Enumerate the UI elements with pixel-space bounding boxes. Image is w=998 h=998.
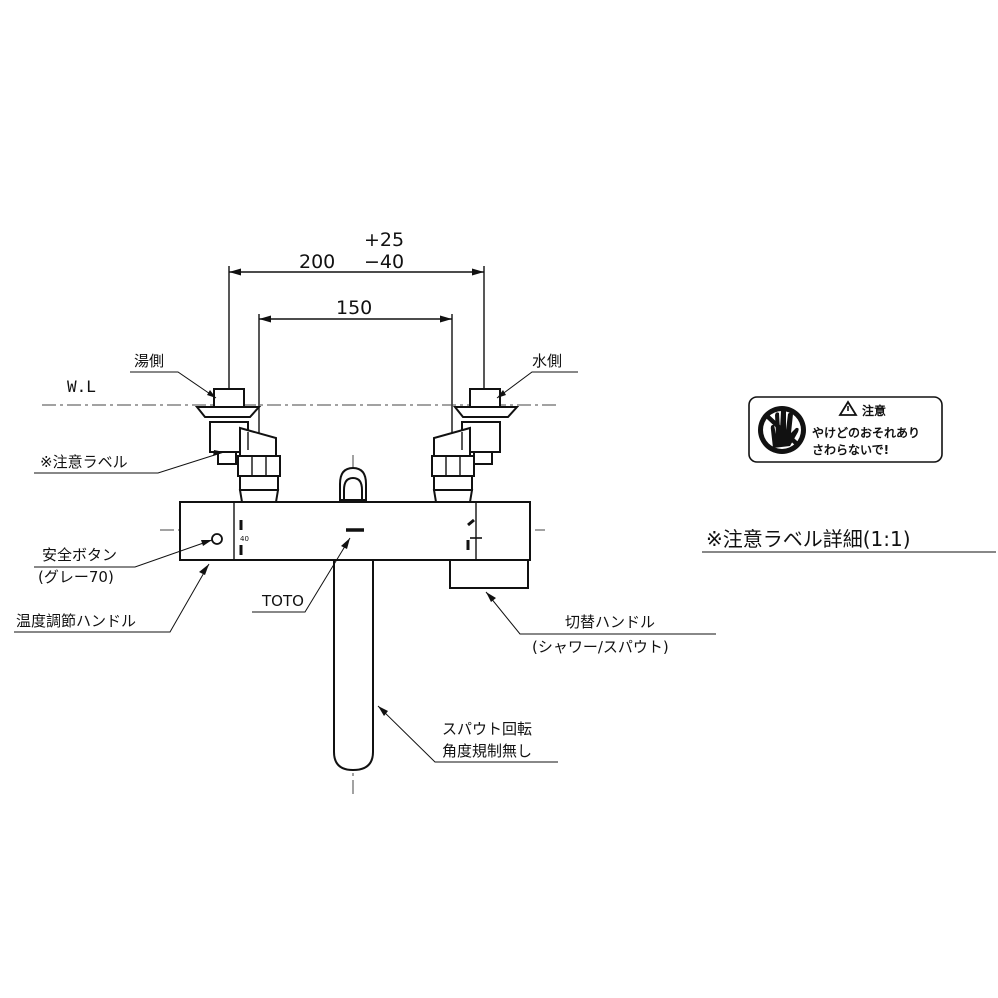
spout-rotation-label: スパウト回転: [442, 720, 532, 738]
sticker-title: 注意: [862, 403, 886, 418]
hot-side-connector: [194, 388, 281, 503]
label-detail-title: ※注意ラベル詳細(1:1): [706, 527, 911, 551]
leaders: [14, 371, 996, 763]
brand-label: TOTO: [261, 592, 304, 610]
no-touch-hand-icon: [758, 406, 806, 454]
caution-sticker: 注意 やけどのおそれあり さわらないで!: [748, 396, 943, 463]
warning-triangle-icon: [838, 400, 858, 416]
safety-button-color: (グレー70): [38, 568, 114, 586]
safety-button-shape: [211, 533, 223, 545]
mixer-body: 40: [179, 501, 531, 589]
water-level-label: W.L: [67, 377, 96, 396]
cold-side-label: 水側: [532, 352, 562, 370]
temp-scale-40: 40: [240, 535, 249, 543]
dimension-inner: 150: [258, 297, 453, 440]
dimension-outer-value: 200: [299, 251, 335, 273]
cold-side-connector: [431, 388, 520, 503]
switch-handle-shape: [449, 559, 529, 589]
sticker-line-1: やけどのおそれあり: [812, 426, 920, 440]
switch-handle-label: 切替ハンドル: [565, 613, 655, 631]
caution-label-callout: ※注意ラベル: [40, 453, 128, 471]
switch-handle-modes: (シャワー/スパウト): [532, 638, 669, 656]
hot-side-label: 湯側: [134, 352, 164, 370]
sticker-line-2: さわらないで!: [812, 443, 889, 457]
spout: [333, 466, 374, 772]
dimension-tolerance-plus: +25: [364, 229, 404, 251]
dimension-inner-value: 150: [336, 297, 372, 319]
temp-handle-label: 温度調節ハンドル: [16, 612, 136, 630]
safety-button-label: 安全ボタン: [42, 546, 117, 564]
dimension-outer: 200 +25 −40: [228, 229, 485, 405]
dimension-tolerance-minus: −40: [364, 251, 404, 273]
spout-angle-label: 角度規制無し: [442, 742, 532, 760]
